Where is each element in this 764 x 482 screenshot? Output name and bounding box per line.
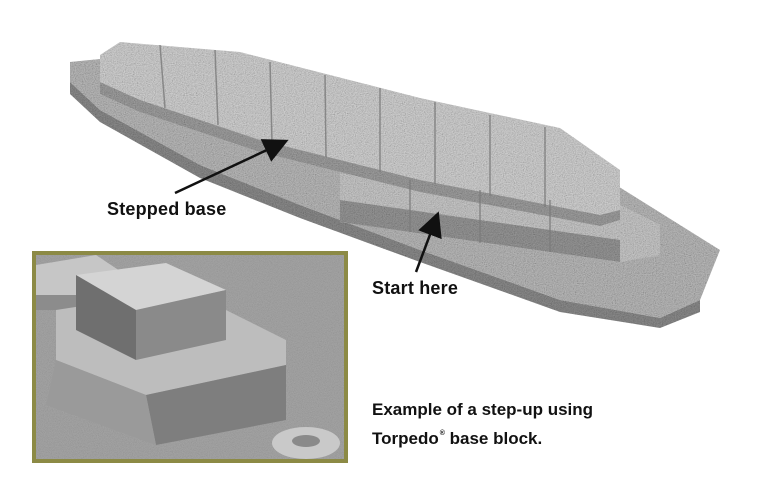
- arrow-start-here-icon: [414, 211, 442, 273]
- registered-mark: ®: [439, 430, 445, 437]
- caption-line-1: Example of a step-up using: [372, 400, 594, 419]
- callout-stepped-base: Stepped base: [107, 199, 227, 219]
- caption-brand: Torpedo: [372, 429, 439, 448]
- caption-rest: base block.: [444, 429, 543, 448]
- block-joints: [159, 44, 551, 252]
- callout-start-here: Start here: [372, 278, 459, 298]
- caption-line-2: Torpedo® base block.: [372, 422, 732, 451]
- arrow-stepped-base-icon: [174, 139, 289, 195]
- photo-caption: Example of a step-up using Torpedo® base…: [372, 398, 732, 451]
- step-up-photo: [32, 251, 348, 463]
